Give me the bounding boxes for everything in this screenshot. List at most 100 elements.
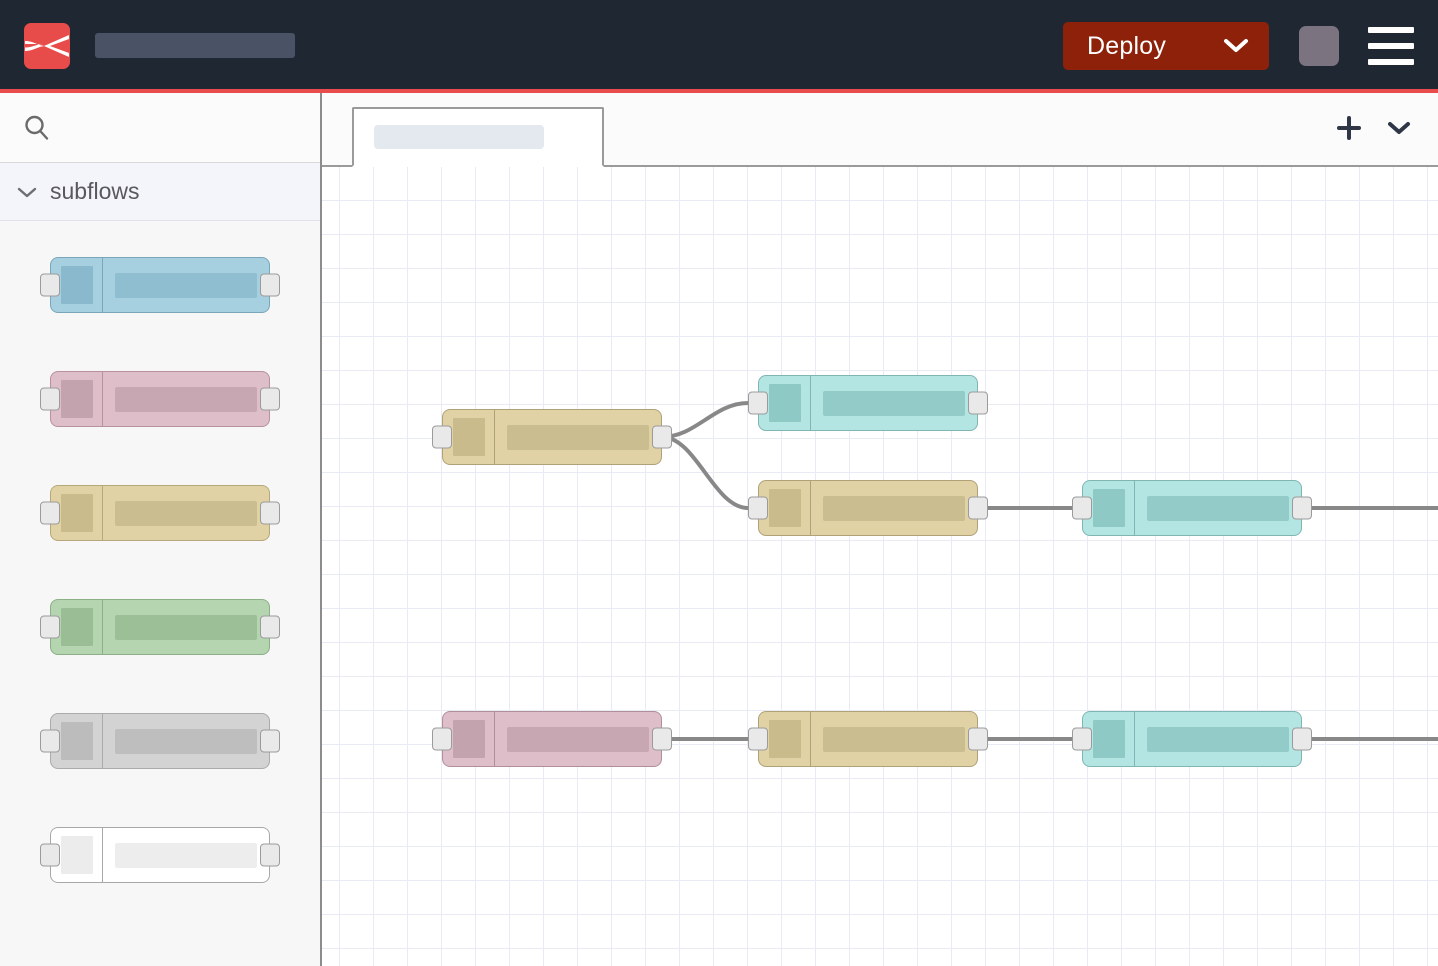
node-input-port[interactable]: [748, 496, 768, 520]
wire-trigger-to-branch-b[interactable]: [660, 435, 750, 510]
palette-node-4[interactable]: [50, 599, 270, 655]
node-body: [103, 258, 269, 312]
node-output-port[interactable]: [260, 501, 280, 525]
flow-node-trigger[interactable]: [432, 409, 672, 465]
plus-icon: [1337, 116, 1361, 140]
node-body: [103, 828, 269, 882]
node-output-port[interactable]: [1292, 496, 1312, 520]
node-input-port[interactable]: [40, 501, 60, 525]
flow-node-process-2[interactable]: [748, 711, 988, 767]
flow-node-input-2[interactable]: [432, 711, 672, 767]
chevron-down-icon[interactable]: [16, 185, 38, 199]
flow-node-branch-b[interactable]: [748, 480, 988, 536]
flow-node-branch-a[interactable]: [748, 375, 988, 431]
palette-node-holder[interactable]: [40, 371, 280, 427]
flow-node-input-2-body[interactable]: [442, 711, 662, 767]
node-output-port[interactable]: [260, 273, 280, 297]
palette-node-6[interactable]: [50, 827, 270, 883]
search-icon[interactable]: [22, 113, 52, 148]
flow-node-output-1-body[interactable]: [1082, 480, 1302, 536]
node-output-port[interactable]: [652, 425, 672, 449]
palette-node-holder[interactable]: [40, 257, 280, 313]
flow-node-output-2-body[interactable]: [1082, 711, 1302, 767]
node-input-port[interactable]: [40, 273, 60, 297]
node-input-port[interactable]: [40, 843, 60, 867]
node-icon-cell: [759, 712, 811, 766]
node-input-port[interactable]: [748, 391, 768, 415]
node-output-port[interactable]: [652, 727, 672, 751]
wire-trigger-to-branch-a[interactable]: [660, 401, 750, 439]
node-type-icon: [60, 836, 93, 874]
node-output-port[interactable]: [260, 729, 280, 753]
flow-node-process-2-body[interactable]: [758, 711, 978, 767]
node-input-port[interactable]: [40, 615, 60, 639]
flow-node-output-2[interactable]: [1072, 711, 1312, 767]
flow-editor-area[interactable]: [322, 167, 1438, 966]
node-input-port[interactable]: [432, 727, 452, 751]
palette-node-slot: [0, 339, 320, 453]
hamburger-bar-1: [1368, 27, 1414, 33]
node-output-port[interactable]: [260, 387, 280, 411]
node-body: [811, 481, 977, 535]
flow-node-branch-b-body[interactable]: [758, 480, 978, 536]
palette-node-2[interactable]: [50, 371, 270, 427]
node-type-icon: [60, 380, 93, 418]
hamburger-bar-2: [1368, 43, 1414, 49]
node-type-icon: [60, 722, 93, 760]
tab-list-menu-button[interactable]: [1382, 111, 1416, 145]
node-type-icon: [768, 489, 801, 527]
node-red-logo-icon[interactable]: [24, 23, 70, 69]
flow-node-trigger-body[interactable]: [442, 409, 662, 465]
node-input-port[interactable]: [432, 425, 452, 449]
flow-node-output-1[interactable]: [1072, 480, 1312, 536]
node-input-port[interactable]: [40, 387, 60, 411]
user-avatar[interactable]: [1299, 26, 1339, 66]
palette-node-slot: [0, 795, 320, 909]
chevron-down-icon[interactable]: [1223, 38, 1249, 54]
sidebar-canvas-divider[interactable]: [320, 93, 322, 966]
node-type-icon: [1092, 489, 1125, 527]
node-body: [103, 372, 269, 426]
node-input-port[interactable]: [1072, 727, 1092, 751]
node-label: [115, 614, 257, 640]
chevron-down-icon: [1388, 122, 1410, 134]
add-tab-button[interactable]: [1332, 111, 1366, 145]
node-input-port[interactable]: [40, 729, 60, 753]
node-input-port[interactable]: [1072, 496, 1092, 520]
node-output-port[interactable]: [260, 843, 280, 867]
deploy-button[interactable]: Deploy: [1063, 22, 1269, 70]
palette-node-1[interactable]: [50, 257, 270, 313]
node-icon-cell: [1083, 712, 1135, 766]
palette-node-holder[interactable]: [40, 827, 280, 883]
node-type-icon: [60, 608, 93, 646]
node-output-port[interactable]: [1292, 727, 1312, 751]
palette-node-holder[interactable]: [40, 485, 280, 541]
node-body: [103, 714, 269, 768]
node-type-icon: [1092, 720, 1125, 758]
palette-search-bar[interactable]: [0, 93, 320, 163]
node-type-icon: [60, 266, 93, 304]
flow-canvas[interactable]: [322, 93, 1438, 966]
node-output-port[interactable]: [260, 615, 280, 639]
node-icon-cell: [51, 258, 103, 312]
workspace-tab-label: [374, 125, 544, 149]
palette-node-holder[interactable]: [40, 599, 280, 655]
node-type-icon: [452, 720, 485, 758]
workspace-tab-active[interactable]: [352, 107, 604, 167]
hamburger-menu-icon[interactable]: [1368, 27, 1414, 65]
palette-node-3[interactable]: [50, 485, 270, 541]
node-output-port[interactable]: [968, 391, 988, 415]
palette-category-subflows[interactable]: subflows: [0, 163, 320, 221]
palette-node-5[interactable]: [50, 713, 270, 769]
palette-node-slot: [0, 453, 320, 567]
flow-node-branch-a-body[interactable]: [758, 375, 978, 431]
node-body: [811, 712, 977, 766]
node-input-port[interactable]: [748, 727, 768, 751]
node-icon-cell: [51, 372, 103, 426]
node-body: [103, 600, 269, 654]
node-label: [115, 500, 257, 526]
palette-node-holder[interactable]: [40, 713, 280, 769]
node-output-port[interactable]: [968, 727, 988, 751]
node-output-port[interactable]: [968, 496, 988, 520]
deploy-button-label: Deploy: [1087, 31, 1167, 60]
